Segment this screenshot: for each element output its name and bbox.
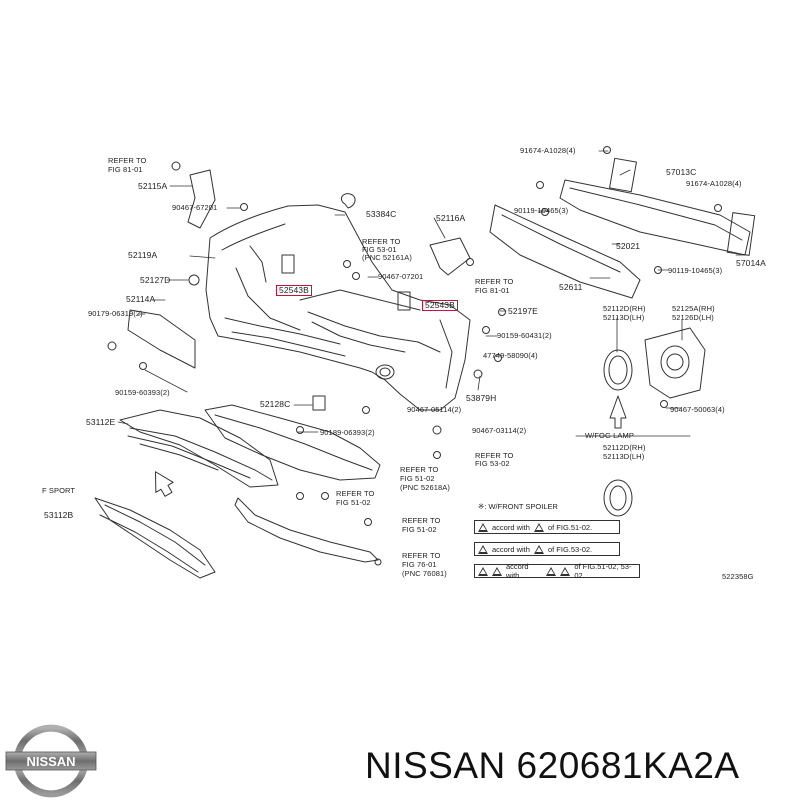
label-refer-fig-51-02-e: REFER TO [402,516,441,525]
note-row-3: accord with of FIG.51-02, 53-02. [474,562,640,580]
warning-triangle-icon [560,566,571,576]
label-refer-fig-51-02-pnc: (PNC 52618A) [400,483,450,492]
nissan-logo: NISSAN [5,724,97,798]
label-refer-fig-51-02-sub: FIG 51-02 [400,474,435,483]
label-refer-fig-53-01-pnc: (PNC 52161A) [362,253,412,262]
label-52611: 52611 [559,282,583,292]
label-refer-fig-53-02-sub: FIG 53-02 [475,459,510,468]
label-refer-fig-53-01: REFER TO [362,237,401,246]
label-90159-60393: 90159-60393(2) [115,388,170,397]
absorber-drawing [489,204,641,299]
warning-triangle-icon [478,544,488,554]
lower-spoiler-strip-drawing [234,497,379,563]
label-90467-50063: 90467-50063(4) [670,405,725,414]
label-f-sport: F SPORT [42,486,76,495]
label-52128c: 52128C [260,399,291,409]
part-number-title: NISSAN 620681KA2A [365,745,740,786]
label-w-fog-lamp: W/FOG LAMP [585,431,634,440]
brackets-drawing [127,169,471,369]
label-refer-fig-81-01: REFER TO [108,156,147,165]
label-90467-67201-top: 90467-67201 [172,203,218,212]
note-row-2: accord with of FIG.53-02. [474,542,620,556]
warning-triangle-icon [546,566,557,576]
label-refer-fig-51-02-d-sub: FIG 51-02 [336,498,371,507]
label-57014a: 57014A [736,258,766,268]
lower-grille-drawing [119,409,279,488]
note-row-1: accord with of FIG.51-02. [474,520,620,534]
warning-triangle-icon [478,522,488,532]
label-52021: 52021 [616,241,641,251]
under-spoiler-drawing [204,404,381,481]
logo-text: NISSAN [26,754,75,769]
note-row-3-text-b: of FIG.51-02, 53-02. [574,562,632,580]
label-90119-10465-bot: 90119-10465(3) [668,266,723,275]
note-row-2-text-a: accord with [492,544,530,554]
note-row-3-text-a: accord with [506,562,529,580]
label-refer-fig-76-01-pnc: (PNC 76081) [402,569,447,578]
label-52197e: 52197E [508,306,538,316]
label-refer-fig-51-02-e-sub: FIG 51-02 [402,525,437,534]
label-53112b: 53112B [44,510,74,520]
note-row-2-text-b: of FIG.53-02. [547,544,593,554]
reinforcement-drawing [559,157,756,256]
label-52113d-lh-2: 52113D(LH) [603,452,645,461]
label-refer-fig-81-01-sub: FIG 81-01 [108,165,143,174]
label-91674-a1028-right: 91674-A1028(4) [686,179,742,188]
fog-bezel-drawing [603,349,633,391]
label-52115a: 52115A [138,181,168,191]
label-refer-fig-81-01-b-sub: FIG 81-01 [475,286,510,295]
label-refer-fig-51-02-d: REFER TO [336,489,375,498]
warning-triangle-icon [492,566,502,576]
label-52127d: 52127D [140,275,171,285]
label-52543b-left-highlight: 52543B [276,285,312,296]
label-90119-10465-top: 90119-10465(3) [514,206,569,215]
fasteners-drawing [107,146,722,566]
label-53879h: 53879H [466,393,497,403]
label-52116a: 52116A [436,213,466,223]
label-90159-60431: 90159-60431(2) [497,331,552,340]
arrows [155,395,627,497]
fog-lamp-drawing [644,327,706,399]
label-91674-a1028-top: 91674-A1028(4) [520,146,576,155]
label-52543b-right-highlight: 52543B [422,300,458,311]
label-53112e: 53112E [86,417,116,427]
label-52112d-rh: 52112D(RH) [603,304,646,313]
label-52125a-rh: 52125A(RH) [672,304,715,313]
label-90179-06319: 90179-06319(2) [88,309,143,318]
label-90467-03114: 90467-03114(2) [472,426,527,435]
bumper-cover-drawing [205,204,471,411]
note-row-1-text-a: accord with [492,522,530,532]
warning-triangle-icon [533,544,544,554]
label-52119a: 52119A [128,250,158,260]
label-refer-fig-76-01-sub: FIG 76-01 [402,560,437,569]
label-refer-fig-76-01: REFER TO [402,551,441,560]
diagram-code: 522358G [722,572,754,581]
fog-bezel-2-drawing [603,479,633,517]
label-53384c: 53384C [366,209,397,219]
label-47749-58090: 47749-58090(4) [483,351,538,360]
label-90189-06393: 90189-06393(2) [320,428,375,437]
label-refer-fig-51-02: REFER TO [400,465,439,474]
label-refer-fig-53-01-sub: FIG 53-01 [362,245,397,254]
leader-lines [117,150,746,437]
label-52126d-lh: 52126D(LH) [672,313,714,322]
label-refer-fig-81-01-b: REFER TO [475,277,514,286]
label-52113d-lh: 52113D(LH) [603,313,645,322]
label-52114a: 52114A [126,294,156,304]
note-front-spoiler: ※: W/FRONT SPOILER [478,502,558,511]
note-row-1-text-b: of FIG.51-02. [547,522,593,532]
label-52112d-rh-2: 52112D(RH) [603,443,646,452]
label-57013c: 57013C [666,167,697,177]
warning-triangle-icon [533,522,544,532]
label-refer-fig-53-02: REFER TO [475,451,514,460]
fsport-grille-drawing [94,497,216,579]
label-90467-07201: 90467-07201 [378,272,424,281]
warning-triangle-icon [478,566,488,576]
label-90467-05114: 90467-05114(2) [407,405,462,414]
